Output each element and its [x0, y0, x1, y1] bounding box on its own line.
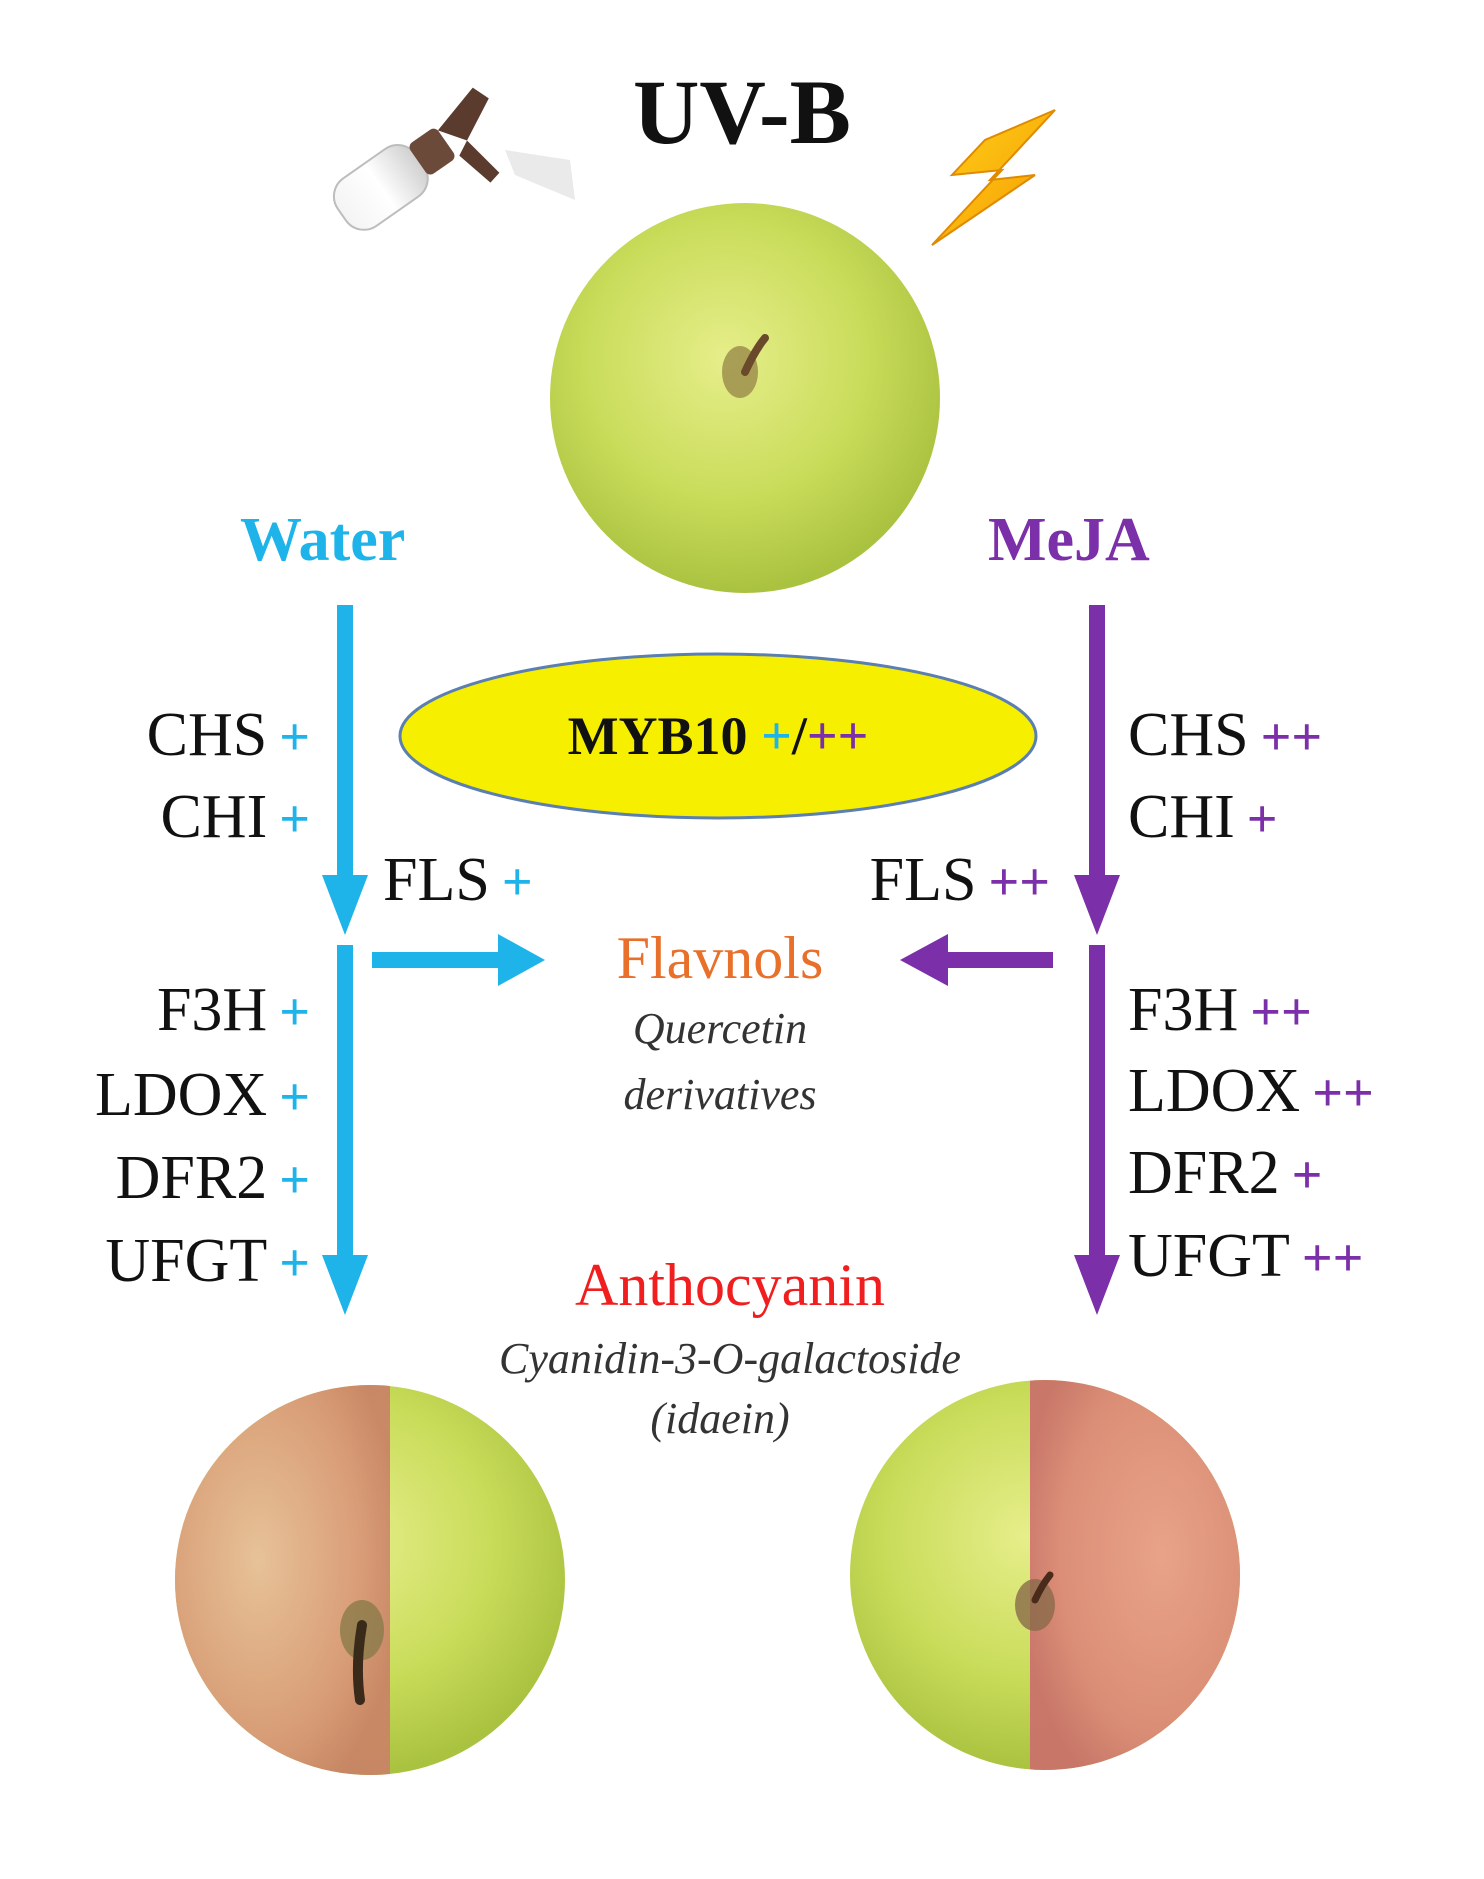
right-gene-fls: FLS++: [869, 846, 1050, 914]
apple-green: [550, 203, 940, 593]
myb10-ellipse: [398, 652, 1038, 820]
right-gene-chs: CHS++: [1128, 701, 1323, 769]
lightning-icon: [931, 109, 1056, 246]
water-pathway-arrow: [322, 605, 368, 1315]
left-gene-dfr2: DFR2+: [115, 1144, 310, 1212]
left-gene-chi: CHI+: [160, 783, 310, 851]
myb10-name: MYB10: [567, 706, 748, 766]
spray-bottle-icon: [332, 87, 575, 231]
meja-pathway-arrow: [1074, 605, 1120, 1315]
left-gene-ldox: LDOX+: [95, 1061, 310, 1129]
flavonols-sub1: Quercetin: [632, 1004, 808, 1053]
meja-to-flavonols-arrow: [900, 934, 1053, 986]
apple-water-treated: [175, 1385, 565, 1775]
myb10-left-sign: +: [761, 706, 792, 766]
right-gene-chi: CHI+: [1128, 783, 1278, 851]
flavonols-label: Flavnols: [616, 925, 824, 991]
myb10-right-sign: ++: [806, 706, 869, 766]
water-label: Water: [240, 506, 406, 574]
right-gene-ldox: LDOX++: [1128, 1057, 1374, 1125]
right-gene-dfr2: DFR2+: [1128, 1139, 1323, 1207]
flavonols-sub2: derivatives: [623, 1070, 817, 1119]
left-gene-chs: CHS+: [146, 701, 310, 769]
myb10-label: MYB10 +/++: [400, 706, 1036, 766]
myb10-separator: /: [791, 706, 807, 766]
right-gene-f3h: F3H++: [1128, 976, 1312, 1044]
left-gene-fls: FLS+: [383, 846, 533, 914]
anthocyanin-sub2: (idaein): [650, 1394, 790, 1443]
left-gene-ufgt: UFGT+: [105, 1227, 310, 1295]
meja-label: MeJA: [988, 506, 1150, 574]
left-gene-f3h: F3H+: [156, 976, 310, 1044]
right-gene-ufgt: UFGT++: [1128, 1222, 1364, 1290]
anthocyanin-sub1: Cyanidin-3-O-galactoside: [499, 1334, 961, 1383]
water-to-flavonols-arrow: [372, 934, 545, 986]
anthocyanin-label: Anthocyanin: [575, 1252, 885, 1318]
diagram-title: UV-B: [632, 61, 852, 163]
